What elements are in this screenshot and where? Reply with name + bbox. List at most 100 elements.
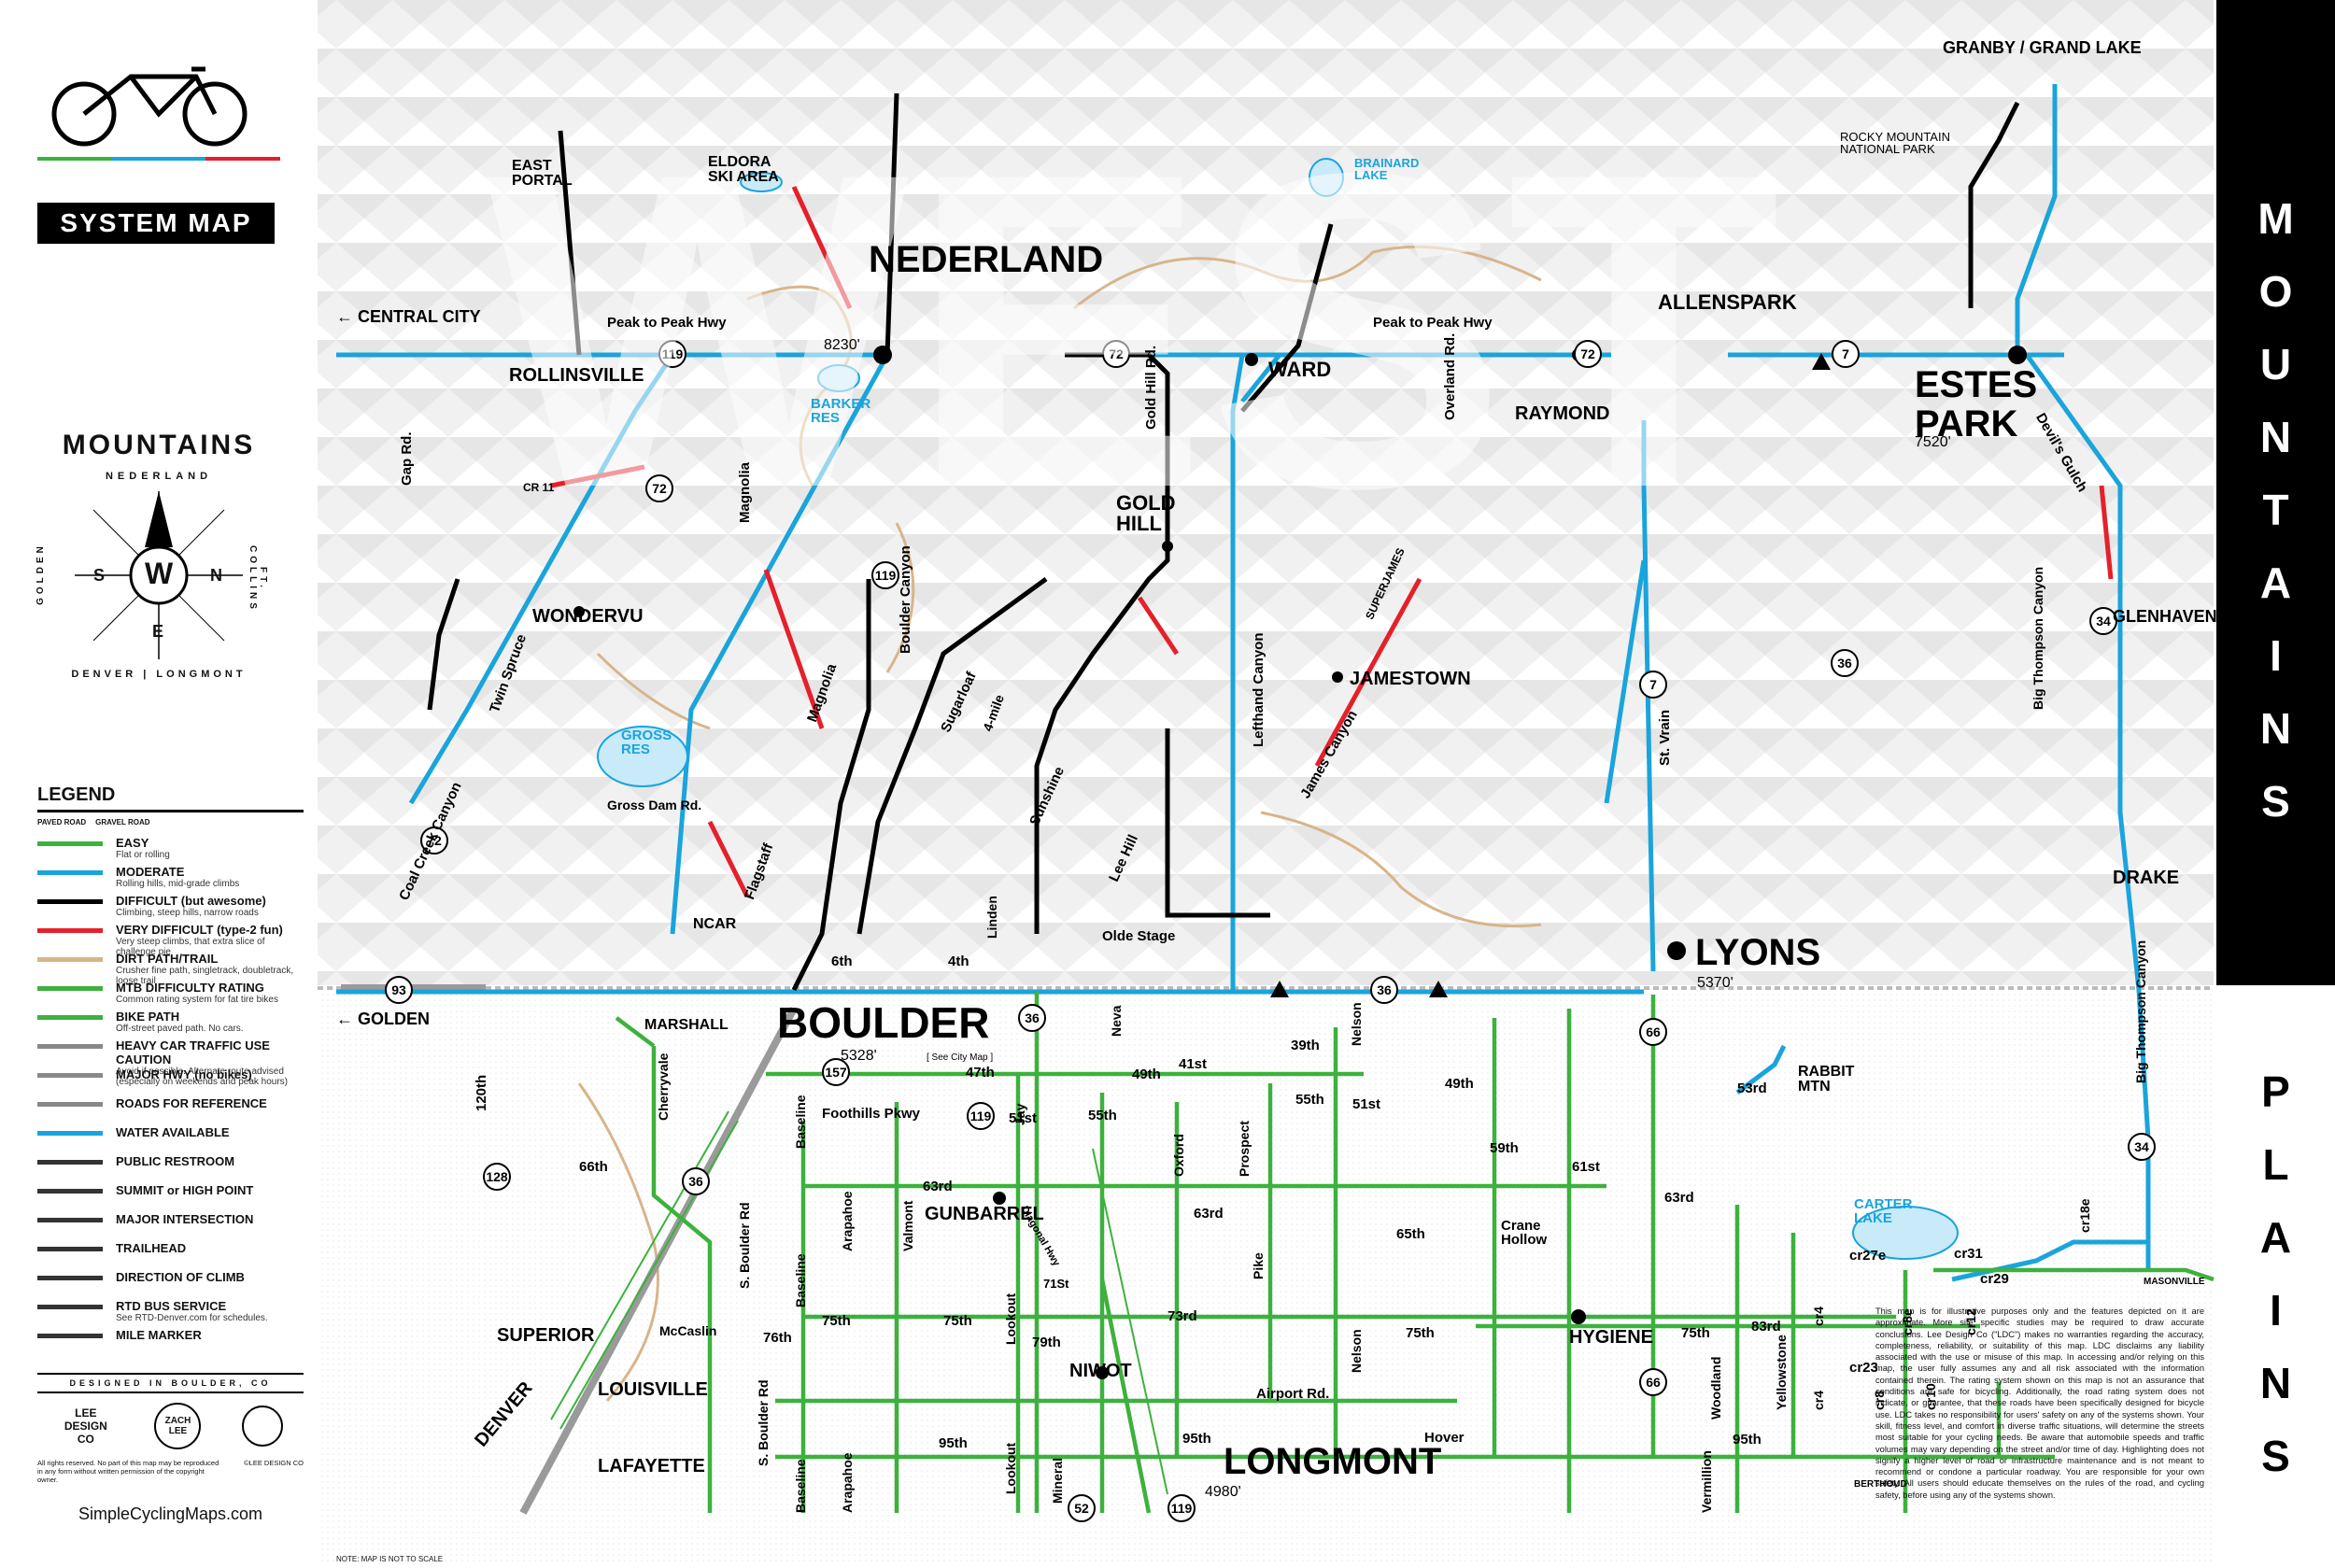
scale-note: NOTE: MAP IS NOT TO SCALE — [336, 1555, 444, 1563]
road-arapahoe-1: Arapahoe — [840, 1191, 855, 1251]
road-mccaslin: McCaslin — [659, 1323, 717, 1338]
legend-label: MAJOR HWY (no bikes) — [116, 1067, 252, 1081]
street-41st: 41st — [1179, 1056, 1208, 1072]
street-cr18e: cr18e — [2077, 1198, 2092, 1233]
street-cr23: cr23 — [1849, 1360, 1878, 1376]
svg-text:128: 128 — [486, 1169, 508, 1184]
street-51st-2: 51st — [1352, 1096, 1381, 1112]
street-cr4-1: cr4 — [1811, 1306, 1826, 1326]
town-superior: SUPERIOR — [497, 1325, 595, 1346]
mountains-letter: S — [2261, 777, 2290, 826]
legend-swatch — [37, 1218, 103, 1222]
place-brainard: BRAINARD LAKE — [1354, 156, 1420, 182]
street-49th-2: 49th — [1445, 1076, 1474, 1092]
street-mineral: Mineral — [1050, 1457, 1065, 1504]
street-65th: 65th — [1396, 1226, 1425, 1242]
legend-swatch — [37, 1247, 103, 1251]
dir-golden[interactable]: ← GOLDEN — [336, 1010, 431, 1028]
mountains-letter: U — [2259, 340, 2292, 388]
town-drake: DRAKE — [2113, 868, 2180, 888]
svg-text:72: 72 — [1580, 346, 1595, 361]
street-63rd-3: 63rd — [1664, 1190, 1694, 1206]
legend-swatch — [37, 1276, 103, 1280]
legend-swatch — [37, 1305, 103, 1309]
town-glenhaven: GLENHAVEN — [2113, 607, 2217, 626]
street-73rd: 73rd — [1168, 1308, 1197, 1324]
copyright: ©LEE DESIGN CO — [244, 1459, 304, 1467]
system-map-badge: SYSTEM MAP — [37, 203, 275, 244]
svg-text:72: 72 — [652, 481, 667, 496]
road-cherryvale: Cherryvale — [656, 1052, 671, 1121]
compass-center-w: W — [145, 557, 174, 590]
town-estes-2: PARK — [1915, 403, 2018, 445]
legend-swatch — [37, 928, 103, 933]
town-estes-elev: 7520' — [1915, 434, 1951, 450]
street-75th-2: 75th — [943, 1313, 972, 1329]
road-magnolia-1: Magnolia — [737, 461, 753, 523]
bicycle-logo-icon — [37, 66, 280, 161]
mountains-letter: M — [2257, 194, 2294, 243]
compass-icon — [75, 491, 243, 659]
street-66th: 66th — [579, 1159, 608, 1175]
compass-s: S — [93, 566, 106, 585]
plains-letter: S — [2261, 1432, 2290, 1480]
mountain-texture — [318, 0, 2214, 985]
caution-icons — [1270, 353, 1831, 997]
town-lyons: LYONS — [1695, 932, 1821, 973]
legend-title: LEGEND — [37, 784, 304, 812]
legend-swatch — [37, 1334, 103, 1338]
road-arapahoe-2: Arapahoe — [840, 1452, 855, 1513]
street-51st-1: 51st — [1009, 1110, 1038, 1126]
difficult-roads — [427, 92, 2020, 992]
svg-text:72: 72 — [427, 833, 442, 848]
legend-label: DIRECTION OF CLIMB — [116, 1270, 245, 1284]
road-baseline-2: Baseline — [793, 1253, 808, 1307]
mountains-letter: O — [2258, 267, 2293, 316]
street-55th-2: 55th — [1295, 1092, 1324, 1108]
svg-text:7: 7 — [1649, 677, 1657, 692]
svg-text:119: 119 — [1171, 1501, 1193, 1516]
town-nederland: NEDERLAND — [869, 239, 1104, 280]
compass-n: N — [210, 566, 222, 585]
svg-text:36: 36 — [688, 1174, 703, 1189]
place-barker: BARKER RES — [811, 396, 871, 426]
street-6th: 6th — [831, 954, 853, 969]
triangle-badge-icon — [242, 1406, 284, 1447]
legend-swatch — [37, 1131, 103, 1136]
svg-text:119: 119 — [970, 1109, 992, 1123]
street-cr29: cr29 — [1980, 1271, 2009, 1287]
town-gold-hill: GOLD HILL — [1116, 491, 1176, 535]
mountains-letter: A — [2259, 558, 2292, 607]
street-61st: 61st — [1572, 1159, 1601, 1175]
street-75th-4: 75th — [1681, 1325, 1710, 1341]
svg-text:36: 36 — [1377, 982, 1392, 997]
svg-text:34: 34 — [2134, 1139, 2149, 1154]
road-lookout-2: Lookout — [1003, 1442, 1018, 1494]
legend-sublabel: Climbing, steep hills, narrow roads — [116, 908, 259, 918]
place-berthoud: BERTHOUD — [1854, 1479, 1907, 1490]
legend-sublabel: Avoid if possible. Alternate route advis… — [116, 1067, 288, 1087]
compass-top-label: NEDERLAND — [105, 471, 213, 482]
street-95th-2: 95th — [1182, 1431, 1211, 1447]
road-peak-to-peak-1: Peak to Peak Hwy — [607, 315, 727, 331]
place-masonville: MASONVILLE — [2144, 1277, 2205, 1287]
website-link[interactable]: SimpleCyclingMaps.com — [78, 1504, 263, 1523]
town-ncar: NCAR — [693, 916, 737, 932]
dir-central-city[interactable]: ← CENTRAL CITY — [336, 307, 481, 326]
legend-label: DIFFICULT (but awesome)Climbing, steep h… — [116, 894, 303, 918]
rights-text: All rights reserved. No part of this map… — [37, 1459, 219, 1484]
street-75th-1: 75th — [822, 1313, 851, 1329]
legend-swatch — [37, 1044, 103, 1049]
legend-swatch — [37, 841, 103, 846]
road-lefthand: Lefthand Canyon — [1251, 632, 1267, 748]
legend-label: TRAILHEAD — [116, 1241, 187, 1255]
road-woodland: Woodland — [1708, 1356, 1723, 1420]
compass-right-label: FT. COLLINS — [247, 545, 268, 613]
